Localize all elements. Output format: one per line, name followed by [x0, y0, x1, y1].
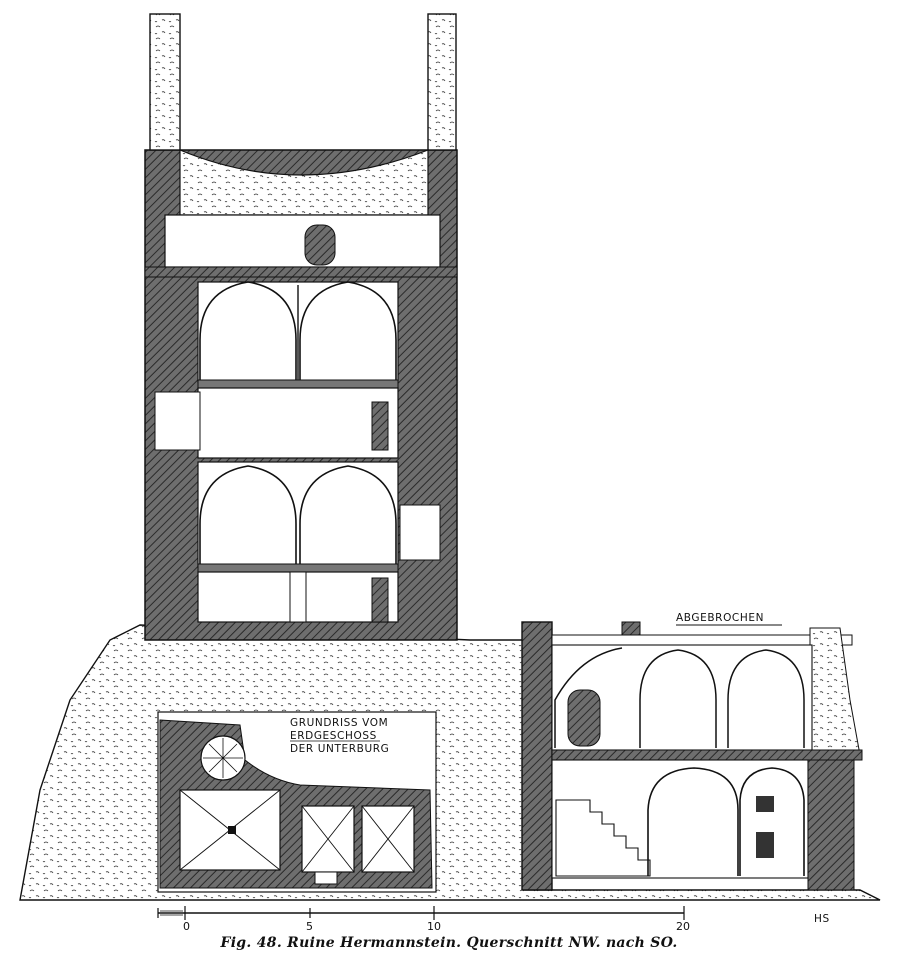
main-tower	[144, 13, 458, 641]
right-pillar	[427, 13, 457, 151]
label-grundriss-line1: GRUNDRISS VOM	[290, 717, 388, 729]
label-grundriss-line2: ERDGESCHOSS	[290, 730, 377, 742]
scale-tick-5: 5	[306, 920, 313, 933]
label-abgebrochen: ABGEBROCHEN	[676, 612, 764, 624]
left-pillar	[149, 13, 181, 151]
scale-bar: 0 5 10 20	[157, 906, 690, 933]
label-grundriss-line3: DER UNTERBURG	[290, 743, 389, 755]
scale-tick-10: 10	[427, 920, 441, 933]
floor-plan-inset: GRUNDRISS VOM ERDGESCHOSS DER UNTERBURG	[157, 711, 437, 893]
figure-caption: Fig. 48. Ruine Hermannstein. Querschnitt…	[220, 935, 678, 951]
scale-tick-20: 20	[676, 920, 690, 933]
lower-castle	[521, 621, 863, 891]
scale-tick-0: 0	[183, 920, 190, 933]
signature: HS	[814, 913, 830, 925]
